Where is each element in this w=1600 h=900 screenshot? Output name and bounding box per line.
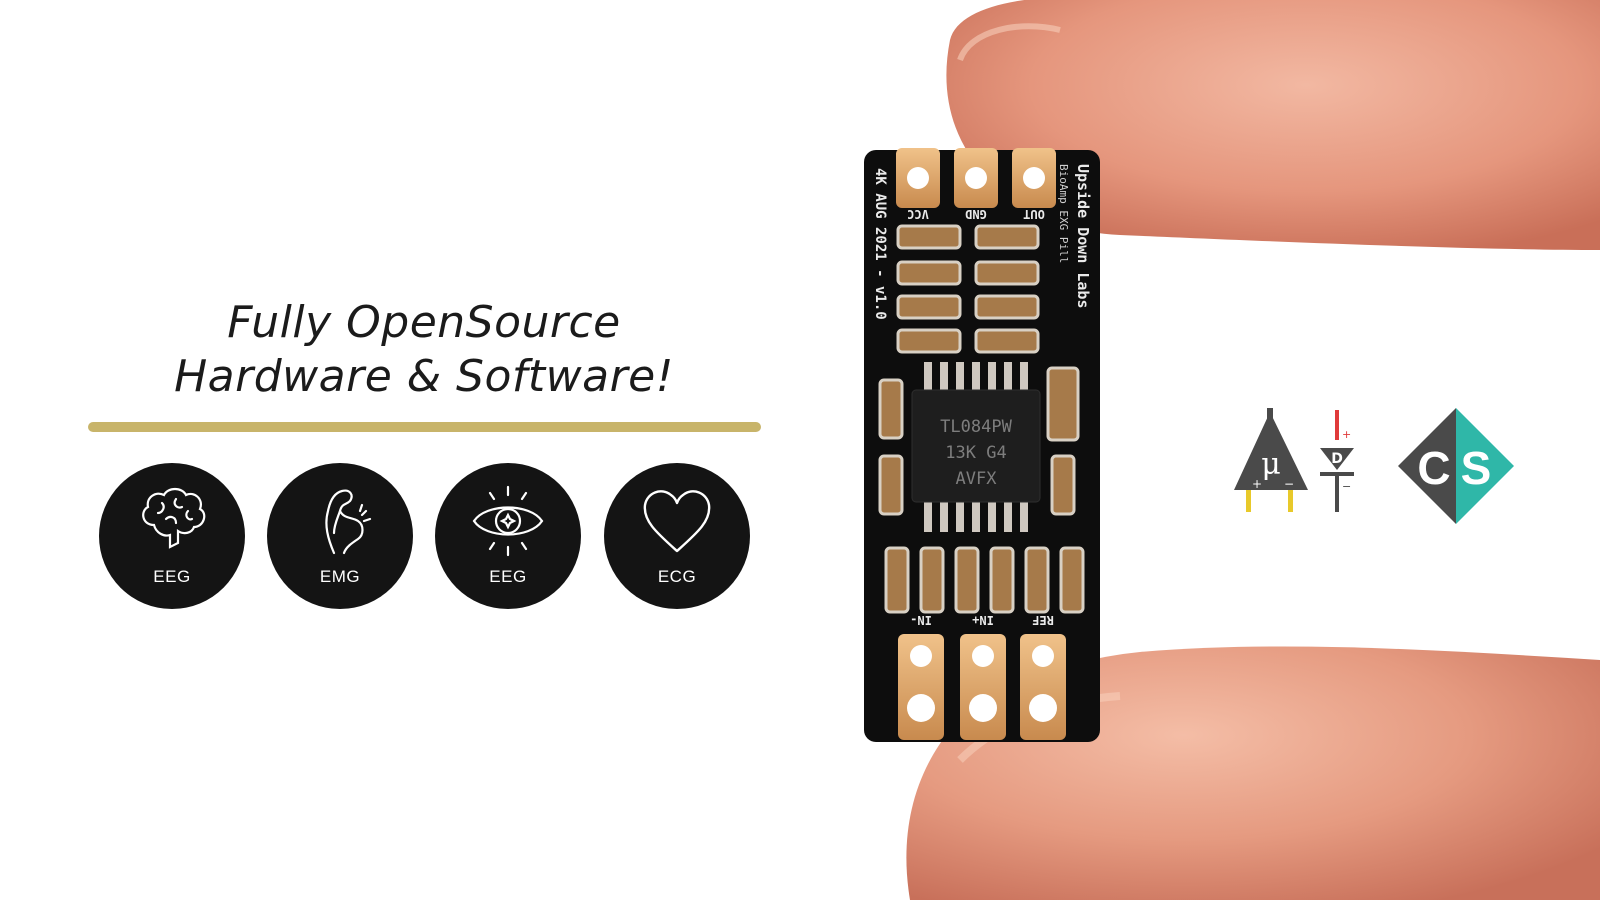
smd-components-top <box>896 224 1040 354</box>
svg-text:AVFX: AVFX <box>956 469 998 489</box>
pcb-board: TL084PW 13K G4 AVFX 4K AUG 2021 - v1.0 U… <box>864 148 1100 742</box>
ecg-heart-badge: ECG <box>604 463 750 609</box>
svg-text:IN-: IN- <box>910 613 932 627</box>
bottom-pads <box>898 634 1066 740</box>
badge-label: ECG <box>657 567 697 586</box>
muscle-icon <box>325 489 372 555</box>
eeg-brain-badge: EEG <box>99 463 245 609</box>
svg-text:4K AUG 2021 - v1.0: 4K AUG 2021 - v1.0 <box>872 168 888 320</box>
headline: Fully OpenSource Hardware & Software! <box>88 296 760 404</box>
emg-muscle-badge: EMG <box>267 463 413 609</box>
heart-icon <box>643 490 711 553</box>
svg-text:Upside Down Labs: Upside Down Labs <box>1074 164 1092 309</box>
svg-text:OUT: OUT <box>1023 207 1045 221</box>
badge-label: EMG <box>319 567 361 586</box>
svg-text:C: C <box>1417 442 1450 494</box>
svg-text:μ: μ <box>1261 447 1281 482</box>
svg-text:GND: GND <box>965 207 987 221</box>
svg-text:S: S <box>1461 442 1492 494</box>
headline-line-1: Fully OpenSource <box>227 297 621 348</box>
eeg-eye-badge: EEG <box>435 463 581 609</box>
svg-text:+: + <box>1342 428 1351 441</box>
svg-text:13K G4: 13K G4 <box>945 443 1006 463</box>
svg-text:−: − <box>1342 480 1351 493</box>
svg-text:BioAmp EXG Pill: BioAmp EXG Pill <box>1057 164 1070 263</box>
eye-icon <box>472 485 544 557</box>
ic-chip: TL084PW 13K G4 AVFX <box>911 362 1041 532</box>
svg-text:IN+: IN+ <box>972 613 994 627</box>
svg-text:D: D <box>1331 451 1343 467</box>
brain-icon <box>142 487 206 549</box>
top-pads <box>896 148 1056 208</box>
svg-text:−: − <box>1284 477 1294 491</box>
svg-text:VCC: VCC <box>907 207 929 221</box>
svg-text:TL084PW: TL084PW <box>940 417 1012 437</box>
product-photo: TL084PW 13K G4 AVFX 4K AUG 2021 - v1.0 U… <box>864 0 1600 900</box>
upside-down-labs-logo: μ + − D + − <box>1232 408 1362 518</box>
smd-components-bottom <box>884 546 1085 614</box>
crowd-supply-logo: C S <box>1396 406 1516 526</box>
svg-text:+: + <box>1252 477 1262 491</box>
svg-text:REF: REF <box>1032 613 1054 627</box>
headline-line-2: Hardware & Software! <box>174 351 674 402</box>
badge-label: EEG <box>489 567 527 586</box>
gold-divider <box>88 422 761 432</box>
top-finger <box>946 0 1600 250</box>
badge-label: EEG <box>153 567 191 586</box>
